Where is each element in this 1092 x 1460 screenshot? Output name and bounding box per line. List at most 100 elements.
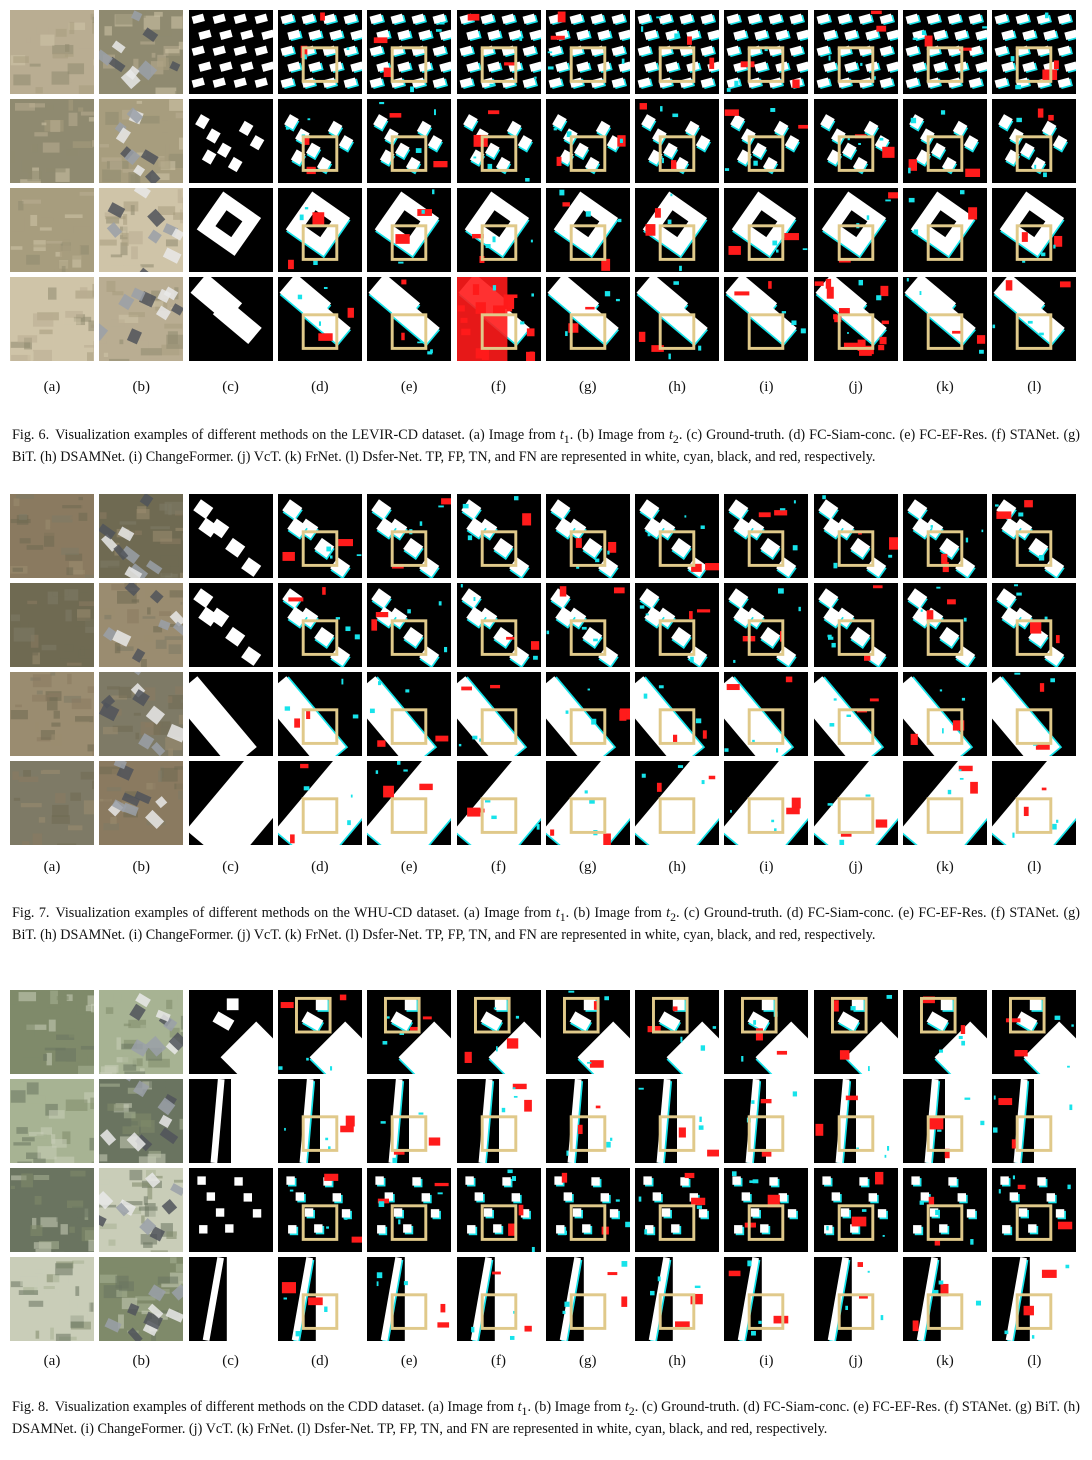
satellite-image-tile — [10, 1168, 94, 1252]
ground-truth-mask-tile — [188, 1079, 273, 1163]
column-label: (g) — [579, 1353, 597, 1369]
prediction-mask-tile — [367, 1168, 452, 1252]
figure-7-caption: Fig. 7.Visualization examples of differe… — [12, 905, 1080, 943]
prediction-mask-tile — [992, 990, 1077, 1074]
prediction-mask-tile — [545, 990, 630, 1074]
prediction-mask-tile — [545, 494, 630, 578]
prediction-mask-tile — [367, 672, 452, 756]
prediction-mask-tile — [367, 761, 452, 845]
prediction-mask-tile — [992, 583, 1077, 667]
column-label: (e) — [400, 379, 418, 395]
prediction-mask-tile — [635, 277, 720, 361]
column-label: (e) — [400, 859, 418, 875]
prediction-mask-tile — [813, 1079, 898, 1163]
prediction-mask-tile — [903, 1168, 987, 1252]
prediction-mask-tile — [367, 277, 452, 361]
ground-truth-mask-tile — [188, 583, 273, 667]
prediction-mask-tile — [635, 583, 720, 667]
satellite-image-tile — [10, 990, 94, 1074]
satellite-image-tile — [10, 277, 94, 361]
prediction-mask-tile — [992, 494, 1077, 578]
column-label: (k) — [936, 1353, 954, 1369]
prediction-mask-tile — [635, 10, 720, 94]
prediction-mask-tile — [903, 1079, 987, 1163]
column-label: (c) — [222, 859, 239, 875]
column-label: (j) — [848, 379, 863, 395]
prediction-mask-tile — [992, 761, 1077, 845]
prediction-mask-tile — [277, 277, 362, 361]
ground-truth-mask-tile — [188, 990, 273, 1074]
ground-truth-mask-tile — [188, 494, 273, 578]
prediction-mask-tile — [456, 494, 541, 578]
prediction-mask-tile — [813, 494, 898, 578]
prediction-mask-tile — [724, 990, 809, 1074]
prediction-mask-tile — [545, 583, 630, 667]
ground-truth-mask-tile — [188, 10, 273, 94]
column-label: (f) — [491, 859, 506, 875]
prediction-mask-tile — [456, 10, 541, 94]
prediction-mask-tile — [992, 1079, 1077, 1163]
column-label: (c) — [222, 379, 239, 395]
satellite-image-tile — [10, 672, 94, 756]
figure-6-caption: Fig. 6.Visualization examples of differe… — [12, 427, 1080, 465]
column-label: (j) — [848, 859, 863, 875]
prediction-mask-tile — [277, 1079, 362, 1163]
ground-truth-mask-tile — [188, 188, 273, 272]
prediction-mask-tile — [724, 1079, 809, 1163]
satellite-image-tile — [99, 1079, 184, 1163]
prediction-mask-tile — [813, 761, 898, 845]
satellite-image-tile — [99, 494, 184, 578]
ground-truth-mask-tile — [188, 1257, 273, 1341]
prediction-mask-tile — [367, 1257, 452, 1341]
satellite-image-tile — [10, 761, 94, 845]
satellite-image-tile — [99, 99, 184, 183]
column-label: (c) — [222, 1353, 239, 1369]
column-label: (h) — [668, 379, 686, 395]
prediction-mask-tile — [813, 1168, 898, 1252]
prediction-mask-tile — [277, 990, 362, 1074]
satellite-image-tile — [99, 1257, 184, 1341]
prediction-mask-tile — [724, 1257, 809, 1341]
prediction-mask-tile — [903, 990, 987, 1074]
column-label: (a) — [43, 379, 61, 395]
column-label: (d) — [311, 379, 329, 395]
ground-truth-mask-tile — [188, 761, 273, 845]
prediction-mask-tile — [903, 10, 987, 94]
ground-truth-mask-tile — [188, 277, 273, 361]
prediction-mask-tile — [635, 672, 720, 756]
column-label: (f) — [491, 1353, 506, 1369]
column-label: (a) — [43, 1353, 61, 1369]
prediction-mask-tile — [545, 761, 630, 845]
satellite-image-tile — [10, 10, 94, 94]
satellite-image-tile — [99, 188, 184, 272]
prediction-mask-tile — [545, 1079, 630, 1163]
prediction-mask-tile — [367, 188, 452, 272]
prediction-mask-tile — [813, 188, 898, 272]
prediction-mask-tile — [813, 1257, 898, 1341]
column-label: (i) — [759, 859, 774, 875]
satellite-image-tile — [10, 188, 94, 272]
column-label: (h) — [668, 859, 686, 875]
prediction-mask-tile — [813, 672, 898, 756]
column-label: (h) — [668, 1353, 686, 1369]
prediction-mask-tile — [635, 494, 720, 578]
satellite-image-tile — [99, 583, 184, 667]
prediction-mask-tile — [813, 277, 898, 361]
prediction-mask-tile — [992, 1168, 1077, 1252]
prediction-mask-tile — [903, 494, 987, 578]
figure-7-label: Fig. 7. — [12, 905, 50, 921]
prediction-mask-tile — [367, 10, 452, 94]
prediction-mask-tile — [724, 583, 809, 667]
prediction-mask-tile — [635, 1079, 720, 1163]
satellite-image-tile — [99, 10, 184, 94]
satellite-image-tile — [10, 494, 94, 578]
prediction-mask-tile — [724, 99, 809, 183]
prediction-mask-tile — [545, 672, 630, 756]
prediction-mask-tile — [456, 761, 541, 845]
prediction-mask-tile — [724, 1168, 809, 1252]
column-label: (a) — [43, 859, 61, 875]
figure-7-column-labels: (a)(b)(c)(d)(e)(f)(g)(h)(i)(j)(k)(l) — [0, 858, 1092, 878]
prediction-mask-tile — [724, 761, 809, 845]
prediction-mask-tile — [277, 1168, 362, 1252]
prediction-mask-tile — [456, 583, 541, 667]
